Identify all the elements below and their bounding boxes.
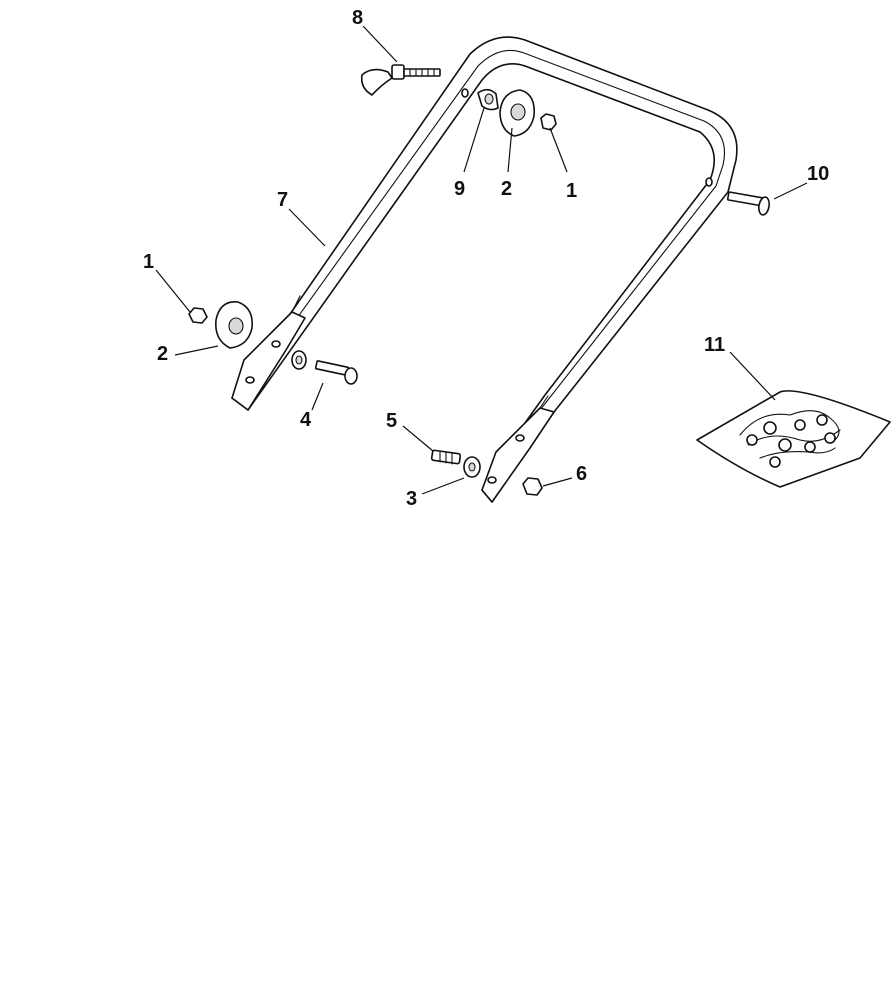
nut-part-1-left <box>188 307 208 324</box>
knob-part-2-left <box>214 301 254 349</box>
callout-9: 9 <box>454 178 465 200</box>
knob-part-2-top <box>499 89 536 137</box>
callout-6: 6 <box>576 463 587 485</box>
washer-bolt-part-4 <box>291 350 358 385</box>
nut-part-1-top <box>540 113 557 131</box>
callout-11: 11 <box>704 334 725 356</box>
callout-3: 3 <box>406 488 417 510</box>
callout-2-top: 2 <box>501 178 512 200</box>
washer-part-3 <box>463 456 481 478</box>
lever-bolt-part-8 <box>360 64 441 96</box>
handle-bar <box>231 36 738 503</box>
callout-7: 7 <box>277 189 288 211</box>
carriage-bolt-part-10 <box>726 191 770 216</box>
callout-1-top: 1 <box>566 180 577 202</box>
callout-5: 5 <box>386 410 397 432</box>
nut-part-6 <box>522 477 543 496</box>
callout-4: 4 <box>300 409 312 431</box>
callout-1-left: 1 <box>143 251 154 273</box>
callout-labels: 8 9 2 1 10 7 1 2 4 5 3 6 11 <box>143 7 829 510</box>
clip-part-9 <box>477 88 499 111</box>
callout-10: 10 <box>807 163 829 185</box>
bolt-part-5 <box>430 449 462 465</box>
callout-8: 8 <box>352 7 363 29</box>
hardware-bag-part-11 <box>696 390 891 488</box>
callout-2-left: 2 <box>157 343 168 365</box>
leader-lines <box>155 25 808 495</box>
